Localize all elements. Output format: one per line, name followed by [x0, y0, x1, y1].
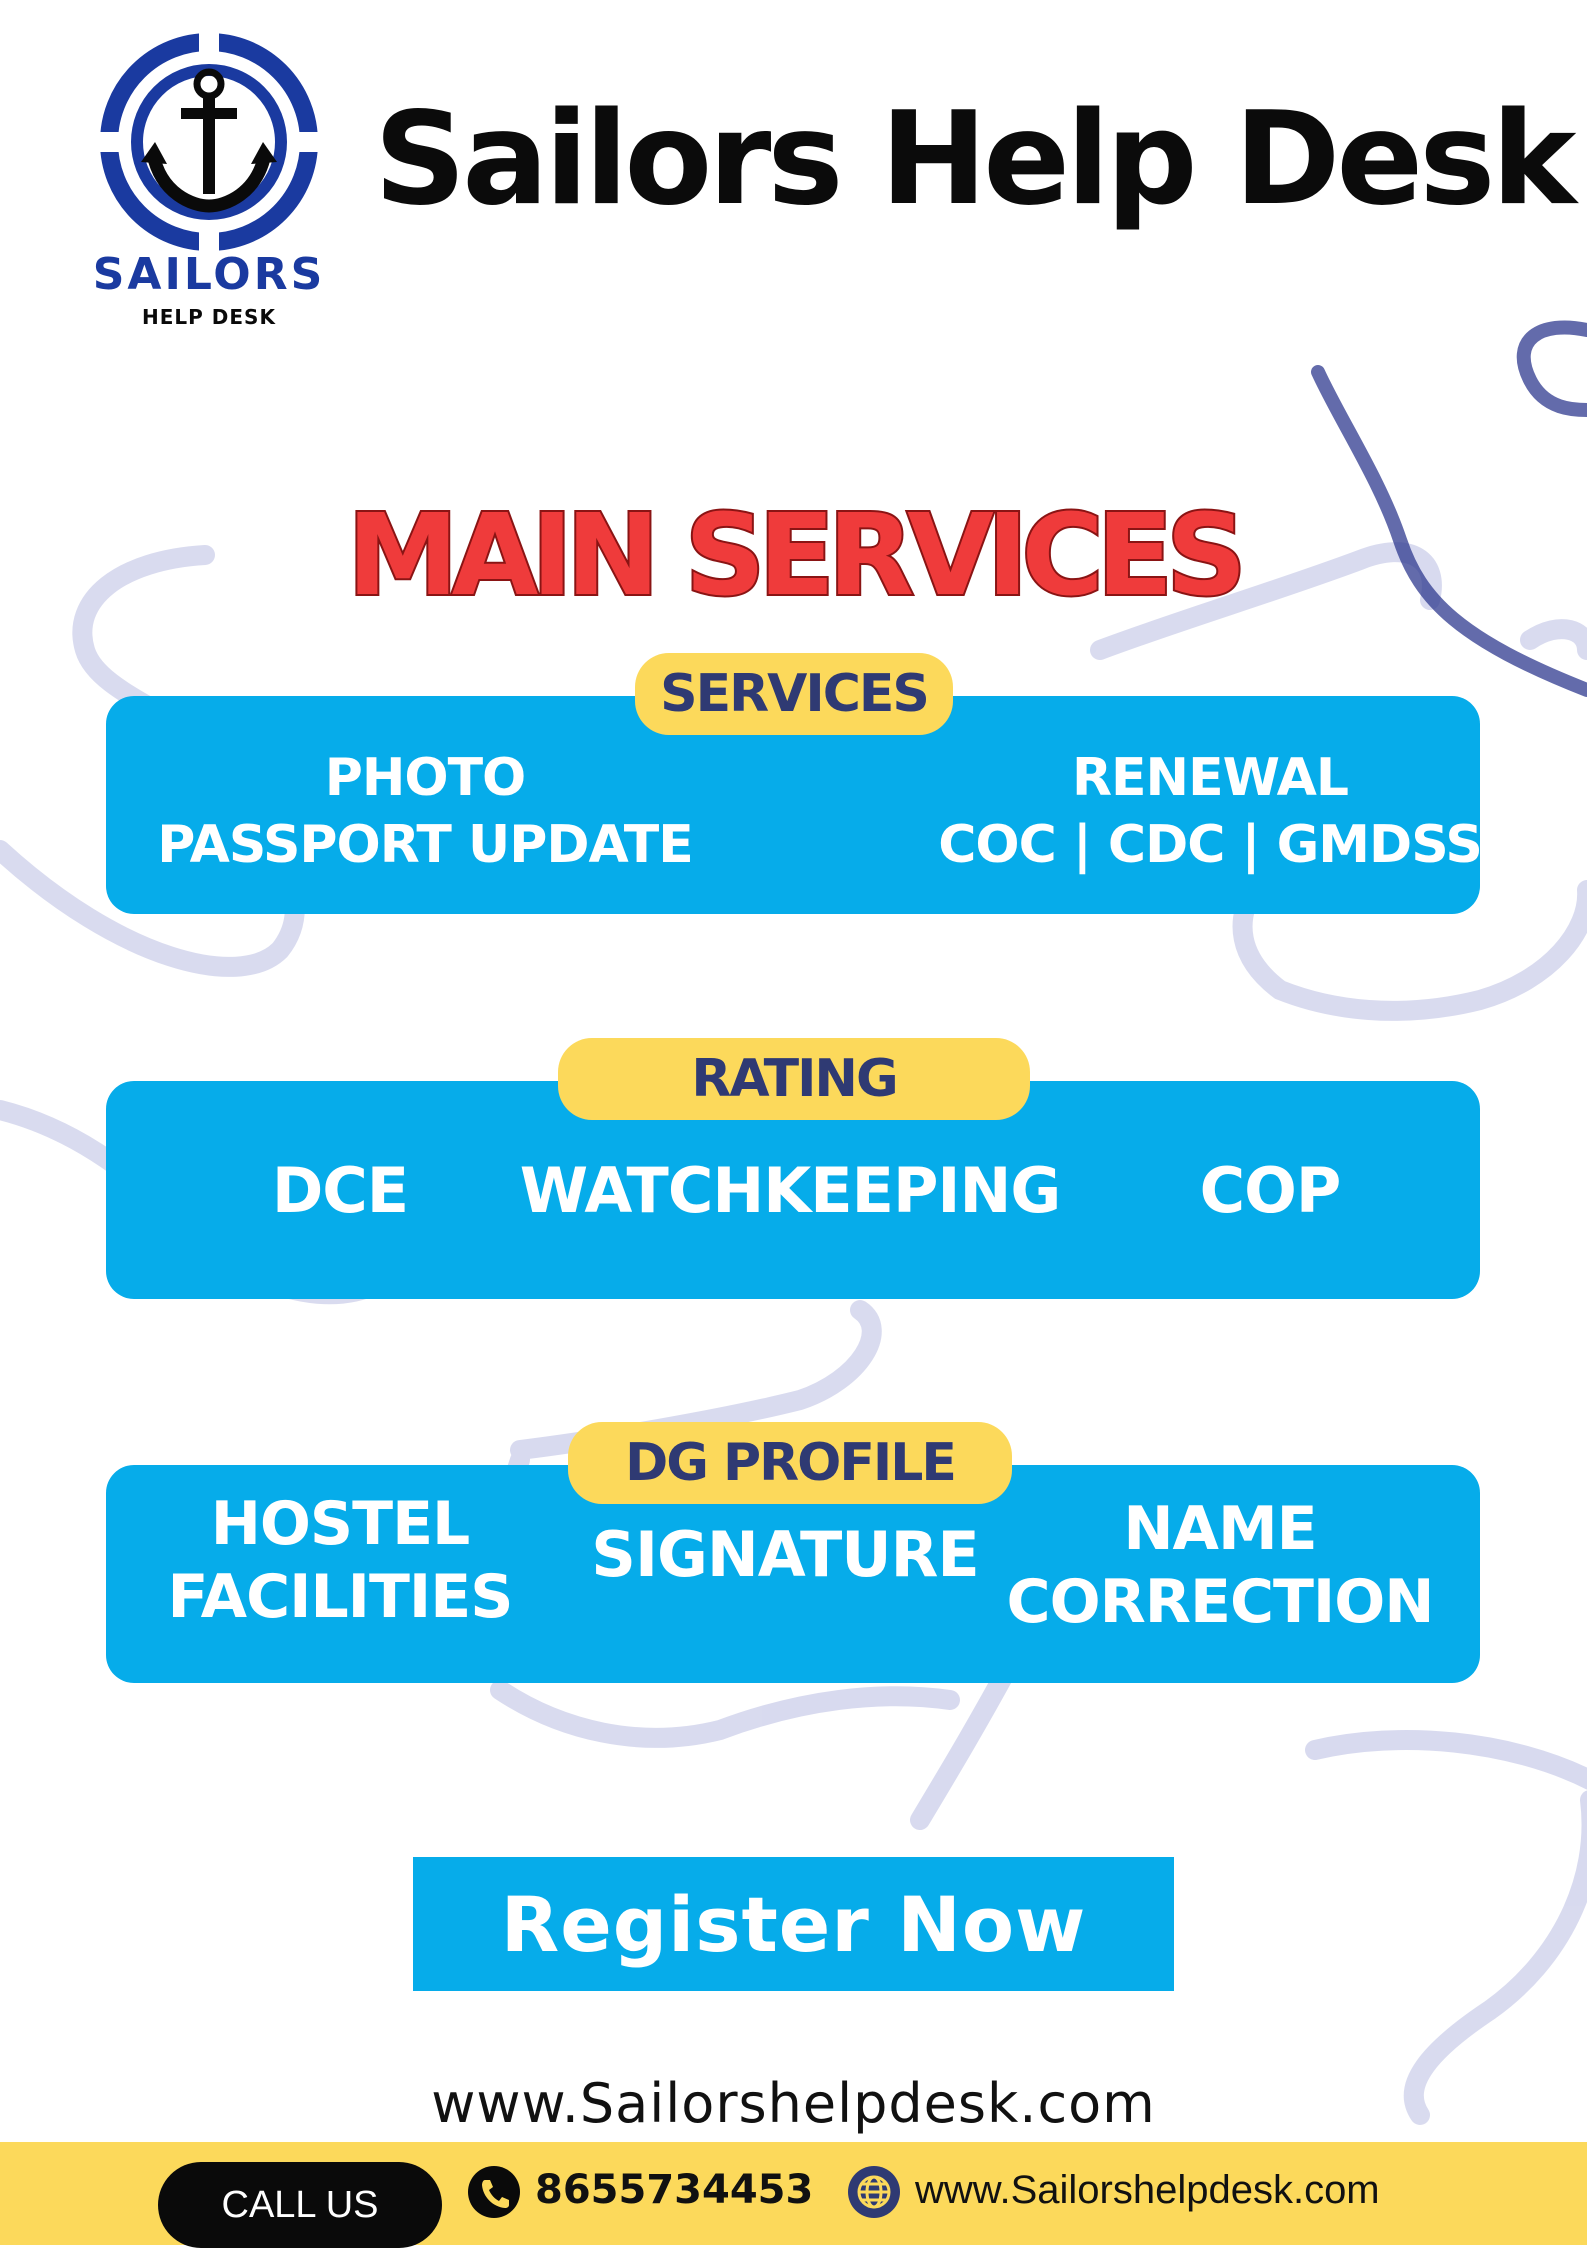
service-line: PHOTO	[324, 748, 527, 808]
service-photo-passport: PHOTO PASSPORT UPDATE	[95, 745, 755, 878]
footer-website-link[interactable]: www.Sailorshelpdesk.com	[915, 2168, 1380, 2212]
dg-profile-tag: DG PROFILE	[568, 1422, 1012, 1504]
dg-name-correction: NAME CORRECTION	[990, 1493, 1450, 1639]
brand-name: Sailors Help Desk	[374, 85, 1576, 234]
service-line: PASSPORT UPDATE	[157, 814, 693, 875]
rating-dce: DCE	[271, 1154, 409, 1227]
sailors-logo: SAILORS HELP DESK	[93, 26, 325, 329]
dg-line: NAME	[1123, 1494, 1317, 1564]
services-tag: SERVICES	[635, 653, 953, 735]
logo-subtext: HELP DESK	[142, 305, 276, 329]
anchor-icon	[141, 68, 277, 213]
dg-line: HOSTEL	[210, 1489, 471, 1559]
logo-text: SAILORS	[93, 249, 325, 300]
website-link[interactable]: www.Sailorshelpdesk.com	[431, 2072, 1156, 2135]
dg-line: FACILITIES	[167, 1562, 514, 1633]
dg-signature: SIGNATURE	[591, 1518, 979, 1591]
rating-tag: RATING	[558, 1038, 1030, 1120]
footer-bar: CALL US 8655734453 www.Sailorshelpdesk.c…	[0, 2142, 1587, 2248]
call-us-button[interactable]: CALL US	[158, 2162, 442, 2248]
phone-number[interactable]: 8655734453	[535, 2167, 814, 2213]
rating-watchkeeping: WATCHKEEPING	[519, 1154, 1062, 1227]
globe-icon	[848, 2166, 900, 2218]
dg-line: CORRECTION	[1006, 1567, 1435, 1638]
service-line: RENEWAL	[1071, 748, 1349, 808]
rating-cop: COP	[1199, 1154, 1342, 1227]
register-now-button[interactable]: Register Now	[413, 1857, 1174, 1991]
service-renewal: RENEWAL COC | CDC | GMDSS	[910, 745, 1510, 878]
dg-hostel-facilities: HOSTEL FACILITIES	[150, 1488, 530, 1634]
phone-icon	[468, 2166, 520, 2218]
main-services-title: MAIN SERVICES	[345, 491, 1249, 621]
service-line: COC | CDC | GMDSS	[938, 814, 1483, 875]
